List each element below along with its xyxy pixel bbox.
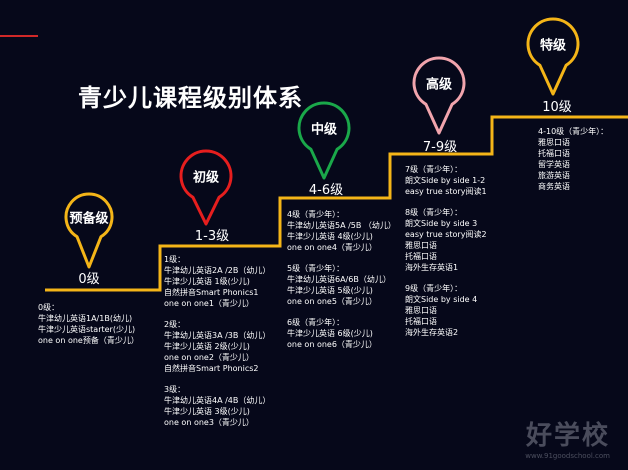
course-line: 雅思口语 xyxy=(405,306,437,315)
course-line: 4级（青少年）： xyxy=(287,210,345,219)
course-line: 雅思口语 xyxy=(405,241,437,250)
page-title: 青少儿课程级别体系 xyxy=(78,84,303,112)
course-line: 7级（青少年）： xyxy=(405,165,463,174)
course-line: easy true story阅读1 xyxy=(405,187,487,196)
course-line: 3级： xyxy=(164,385,186,394)
course-line: one on one2（青少儿） xyxy=(164,353,254,362)
course-line: 0级： xyxy=(38,303,60,312)
course-line: 自然拼音Smart Phonics2 xyxy=(164,364,259,373)
course-line: 商务英语 xyxy=(538,182,570,191)
course-line: 牛津少儿英语 6级(少儿) xyxy=(287,329,373,338)
course-line: one on one3（青少儿） xyxy=(164,418,254,427)
pin-marker-elementary xyxy=(179,149,233,226)
accent-line xyxy=(0,35,38,37)
course-list-elementary: 1级： 牛津幼儿英语2A /2B（幼儿） 牛津少儿英语 1级(少儿) 自然拼音Smar… xyxy=(164,254,270,428)
course-line: 自然拼音Smart Phonics1 xyxy=(164,288,259,297)
watermark: 好学校 www.91goodschool.com xyxy=(525,415,610,460)
course-line: 朗文Side by side 3 xyxy=(405,219,478,228)
course-line: 牛津幼儿英语5A /5B （幼儿） xyxy=(287,221,396,230)
course-line: 牛津少儿英语 5级(少儿) xyxy=(287,286,373,295)
course-line: 5级（青少年）： xyxy=(287,264,345,273)
staircase-line xyxy=(45,115,628,292)
pin-marker-intermediate xyxy=(297,101,351,180)
course-line: 托福口语 xyxy=(405,317,437,326)
course-line: 牛津幼儿英语3A /3B（幼儿） xyxy=(164,331,271,340)
course-line: 牛津少儿英语 2级(少儿) xyxy=(164,342,250,351)
level-range-elementary: 1-3级 xyxy=(194,229,230,244)
course-line: one on one预备（青少儿） xyxy=(38,336,139,345)
level-name-special: 特级 xyxy=(539,38,567,54)
course-list-advanced: 7级（青少年）： 朗文Side by side 1-2 easy true stor… xyxy=(405,164,487,338)
course-line xyxy=(164,309,270,319)
course-line: 6级（青少年）： xyxy=(287,318,345,327)
course-line xyxy=(405,197,487,207)
course-line xyxy=(405,273,487,283)
course-line: 托福口语 xyxy=(405,252,437,261)
course-line: one on one5（青少儿） xyxy=(287,297,377,306)
pin-marker-special xyxy=(526,17,580,96)
course-line: 9级（青少年）： xyxy=(405,284,463,293)
level-range-advanced: 7-9级 xyxy=(422,140,458,155)
pin-marker-preparatory xyxy=(64,192,114,269)
course-list-preparatory: 0级： 牛津幼儿英语1A/1B(幼儿) 牛津少儿英语starter(少儿) one o… xyxy=(38,302,139,346)
course-line: 海外生存英语2 xyxy=(405,328,459,337)
course-line: 牛津少儿英语 3级(少儿) xyxy=(164,407,250,416)
level-name-preparatory: 预备级 xyxy=(69,211,109,227)
course-line: 留学英语 xyxy=(538,160,570,169)
level-name-elementary: 初级 xyxy=(192,170,220,186)
course-line: 牛津少儿英语starter(少儿) xyxy=(38,325,136,334)
course-line: 托福口语 xyxy=(538,149,570,158)
level-range-special: 10级 xyxy=(542,100,572,115)
course-line: 牛津幼儿英语1A/1B(幼儿) xyxy=(38,314,133,323)
course-line xyxy=(287,253,396,263)
course-line: 朗文Side by side 1-2 xyxy=(405,176,486,185)
course-list-special: 4-10级（青少年）： 雅思口语托福口语留学英语旅游英语商务英语 xyxy=(538,126,608,192)
course-line xyxy=(287,307,396,317)
level-range-preparatory: 0级 xyxy=(78,272,100,287)
course-line: 牛津幼儿英语6A/6B（幼儿） xyxy=(287,275,391,284)
level-range-intermediate: 4-6级 xyxy=(308,183,344,198)
course-line: 牛津少儿英语 1级(少儿) xyxy=(164,277,250,286)
course-line: easy true story阅读2 xyxy=(405,230,487,239)
level-name-intermediate: 中级 xyxy=(310,122,338,138)
level-name-advanced: 高级 xyxy=(425,77,453,93)
course-line: one on one4（青少儿） xyxy=(287,243,377,252)
course-line xyxy=(164,374,270,384)
course-line: 2级： xyxy=(164,320,186,329)
course-line: one on one1（青少儿） xyxy=(164,299,254,308)
course-line: 海外生存英语1 xyxy=(405,263,459,272)
watermark-url: www.91goodschool.com xyxy=(525,452,610,460)
course-line: 牛津幼儿英语2A /2B（幼儿） xyxy=(164,266,271,275)
course-line: 雅思口语 xyxy=(538,138,570,147)
course-line: 旅游英语 xyxy=(538,171,570,180)
course-line: 牛津幼儿英语4A /4B（幼儿） xyxy=(164,396,271,405)
course-line: 4-10级（青少年）： xyxy=(538,127,609,136)
course-line: 1级： xyxy=(164,255,186,264)
course-line: 朗文Side by side 4 xyxy=(405,295,478,304)
course-line: one on one6（青少儿） xyxy=(287,340,377,349)
pin-marker-advanced xyxy=(412,56,466,135)
course-line: 8级（青少年）： xyxy=(405,208,463,217)
course-list-intermediate: 4级（青少年）： 牛津幼儿英语5A /5B （幼儿） 牛津少儿英语 4级(少儿) on… xyxy=(287,209,396,350)
course-line: 牛津少儿英语 4级(少儿) xyxy=(287,232,373,241)
watermark-logo: 好学校 xyxy=(525,421,610,451)
